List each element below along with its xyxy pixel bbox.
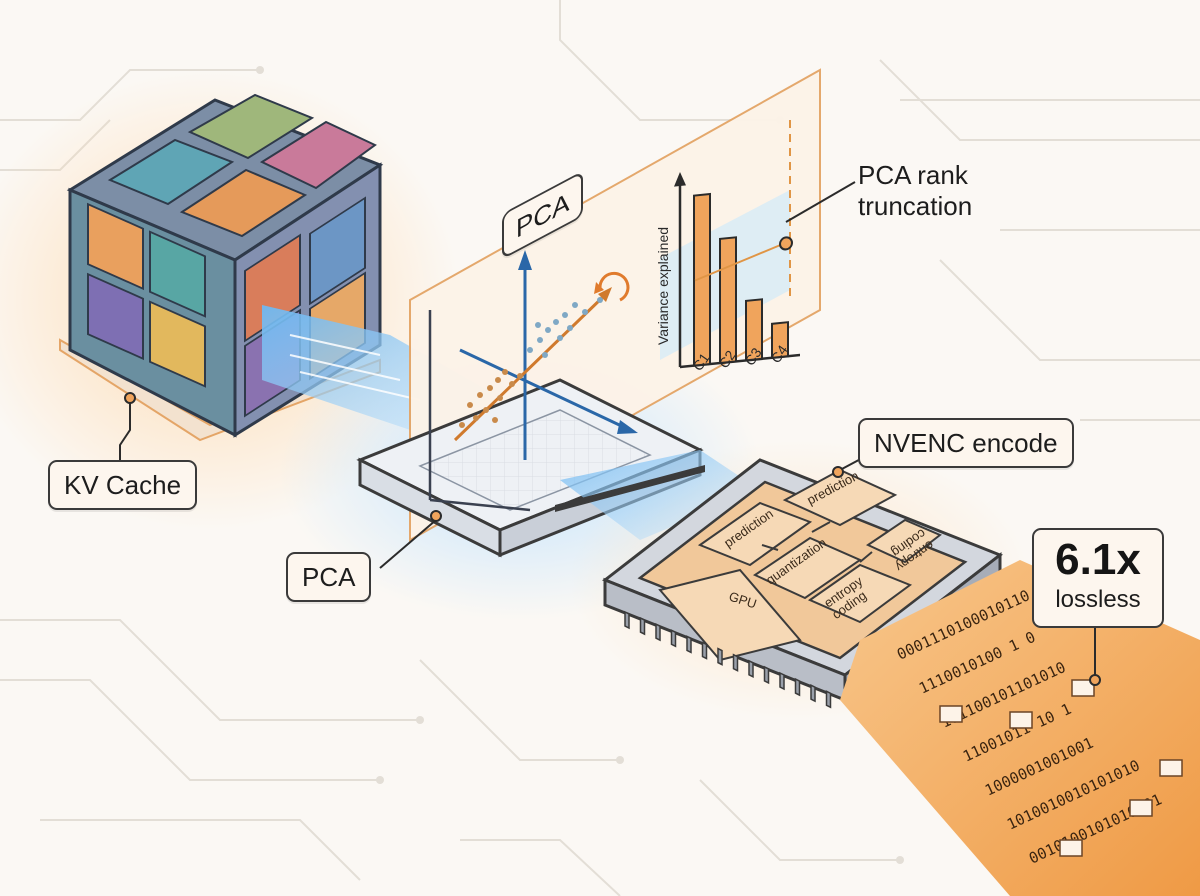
chip-pin xyxy=(655,622,661,642)
chip-pin xyxy=(639,616,646,636)
compression-ratio-value: 6.1x xyxy=(1055,535,1141,584)
chip-pin xyxy=(763,665,770,685)
pca-scatter xyxy=(428,250,638,512)
chip-pin xyxy=(732,653,739,672)
kv-cache-label: KV Cache xyxy=(48,460,198,510)
variance-bars xyxy=(693,192,789,367)
compression-ratio-badge: 6.1x lossless xyxy=(1032,528,1164,628)
chip-pins xyxy=(624,610,832,709)
pca-to-chip-beam xyxy=(560,450,760,540)
chip-pin xyxy=(794,677,801,697)
pca-module-label: PCA xyxy=(286,552,372,602)
kv-cache-cube xyxy=(66,93,384,438)
rank-truncation-label: PCA rank truncation xyxy=(858,160,973,222)
variance-bar-4 xyxy=(771,321,789,359)
nvenc-label: NVENC encode xyxy=(858,418,1074,468)
chip-pin xyxy=(701,641,708,660)
chip-pin xyxy=(779,671,785,691)
chip-pin xyxy=(825,690,832,709)
chip-pin xyxy=(717,647,723,666)
chip-pin xyxy=(810,683,816,703)
variance-bar-2 xyxy=(719,236,737,365)
chip-pin xyxy=(624,610,630,630)
chart-ylabel: Variance explained xyxy=(655,227,671,345)
chip-pin xyxy=(686,635,692,654)
variance-bar-1 xyxy=(693,192,711,367)
variance-bar-3 xyxy=(745,298,763,362)
chip-pin xyxy=(670,629,677,648)
compression-ratio-desc: lossless xyxy=(1055,586,1141,613)
chip-pin xyxy=(748,659,754,679)
variance-chart xyxy=(674,171,800,369)
bitstream-envelopes xyxy=(939,679,1183,857)
